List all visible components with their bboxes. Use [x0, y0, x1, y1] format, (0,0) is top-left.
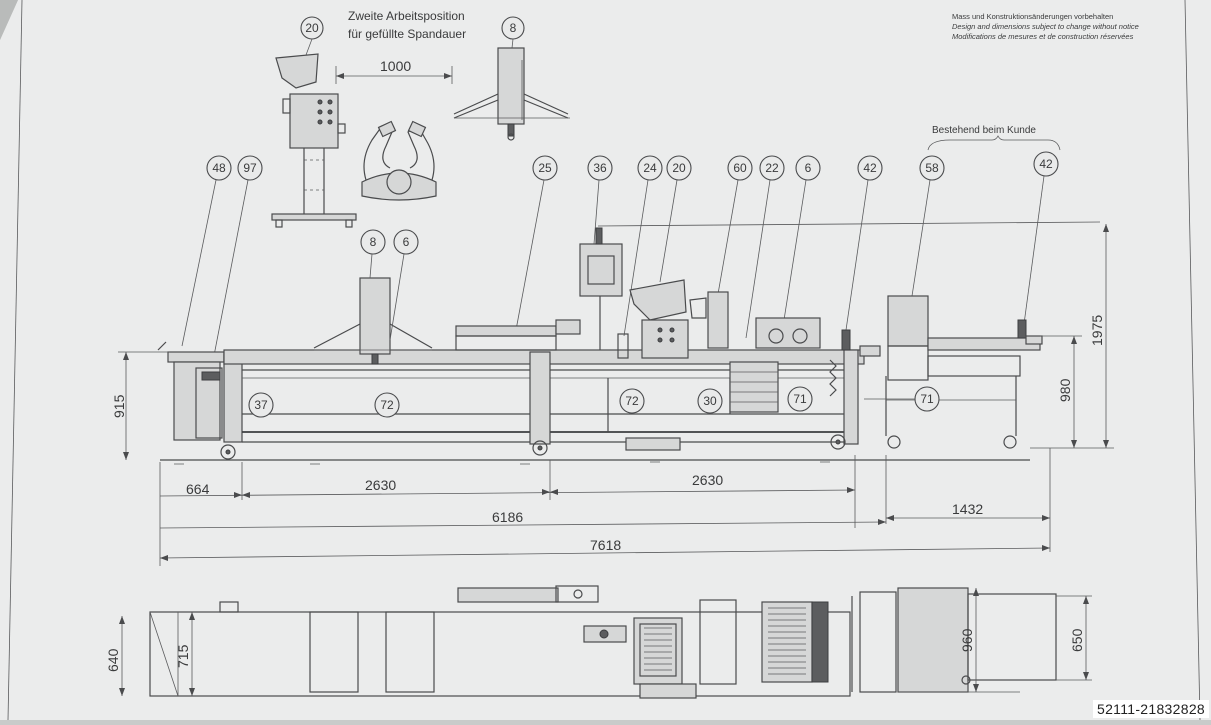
caption-line-1: Zweite Arbeitsposition: [348, 9, 465, 23]
dimension-980: 980: [1040, 335, 1082, 448]
caption-line-2: für gefüllte Spandauer: [348, 27, 466, 41]
filling-machine-second-position: 20: [271, 16, 357, 228]
balloon-42-right: 42: [1023, 151, 1059, 325]
balloon-6-mid: 6: [389, 229, 419, 341]
dimension-650-label: 650: [1069, 628, 1085, 652]
dimension-650: 650: [1056, 595, 1092, 681]
balloon-36-label: 36: [593, 161, 607, 175]
balloon-58: 58: [911, 155, 945, 297]
notice-line-3: Modifications de mesures et de construct…: [952, 32, 1134, 41]
balloon-6-label: 6: [805, 161, 812, 175]
dimension-664-label: 664: [186, 481, 210, 497]
operator-figure: [361, 120, 437, 201]
balloon-25-label: 25: [538, 161, 552, 175]
balloon-8-mid: 8: [360, 229, 386, 279]
balloon-42-left-label: 42: [863, 161, 877, 175]
balloon-36: 36: [587, 155, 613, 245]
balloon-6-mid-label: 6: [403, 235, 410, 249]
balloon-25: 25: [515, 155, 558, 331]
notice-line-2: Design and dimensions subject to change …: [952, 22, 1139, 31]
balloon-6: 6: [783, 155, 821, 321]
balloon-42-right-label: 42: [1039, 157, 1053, 171]
dimension-915-label: 915: [111, 394, 127, 418]
balloon-72-b: 72: [619, 388, 645, 414]
balloon-48-label: 48: [212, 161, 226, 175]
balloon-top-8-label: 8: [510, 21, 517, 35]
balloon-42-left: 42: [845, 155, 883, 331]
frame-left: [7, 0, 23, 721]
dimension-1432-label: 1432: [952, 501, 983, 517]
dimension-7618-label: 7618: [590, 537, 621, 553]
balloon-30: 30: [697, 388, 723, 414]
main-side-elevation: [157, 221, 1101, 465]
balloon-71-b-label: 71: [920, 392, 934, 406]
dimension-960: 960: [959, 588, 979, 692]
balloon-20: 20: [659, 155, 692, 283]
dimension-6186-label: 6186: [492, 509, 523, 525]
customer-brace: [927, 135, 1061, 151]
dimension-1975-label: 1975: [1089, 315, 1105, 346]
balloon-20-label: 20: [672, 161, 686, 175]
dimension-640: 640: [105, 616, 125, 696]
dimension-640-label: 640: [105, 648, 121, 672]
frame-right: [1184, 0, 1201, 721]
balloon-22: 22: [745, 155, 785, 339]
dimension-715-label: 715: [175, 644, 191, 668]
dimension-980-label: 980: [1057, 378, 1073, 402]
dimension-1000-label: 1000: [380, 58, 411, 74]
listing-id-watermark: 52111-21832828: [1092, 700, 1209, 718]
balloon-8-mid-label: 8: [370, 235, 377, 249]
paper-shadow: [0, 0, 18, 40]
balloon-97-label: 97: [243, 161, 257, 175]
balloon-60-label: 60: [733, 161, 747, 175]
dimension-915: 915: [111, 351, 170, 460]
balloon-97: 97: [211, 155, 263, 367]
balloon-30-label: 30: [703, 394, 717, 408]
tray-station-top: 8: [453, 16, 570, 141]
balloon-72-a: 72: [374, 392, 400, 418]
balloon-48: 48: [181, 155, 232, 347]
balloon-71-a-label: 71: [793, 392, 807, 406]
balloon-60: 60: [717, 155, 753, 295]
balloon-71-a: 71: [787, 386, 813, 412]
dimension-960-label: 960: [959, 628, 975, 652]
dimension-2630-a-label: 2630: [365, 477, 396, 493]
balloon-37-label: 37: [254, 398, 268, 412]
balloon-72-b-label: 72: [625, 394, 639, 408]
balloon-top-20-label: 20: [305, 21, 319, 35]
balloon-37: 37: [248, 392, 274, 418]
balloon-24: 24: [623, 155, 663, 337]
balloon-71-b: 71: [864, 386, 940, 412]
dimension-1000: 1000: [335, 58, 453, 84]
balloon-22-label: 22: [765, 161, 779, 175]
balloon-24-label: 24: [643, 161, 657, 175]
dimension-1975: 1975: [1030, 224, 1114, 449]
balloon-58-label: 58: [925, 161, 939, 175]
dimension-2630-b-label: 2630: [692, 472, 723, 488]
balloon-72-a-label: 72: [380, 398, 394, 412]
horizontal-dimension-chain: 664 2630 2630 1432 6186 7618: [159, 448, 1051, 566]
plan-view: [149, 585, 1057, 699]
notice-line-1: Mass und Konstruktionsänderungen vorbeha…: [952, 12, 1113, 21]
dimension-715: 715: [175, 612, 195, 696]
customer-label: Bestehend beim Kunde: [932, 125, 1036, 136]
